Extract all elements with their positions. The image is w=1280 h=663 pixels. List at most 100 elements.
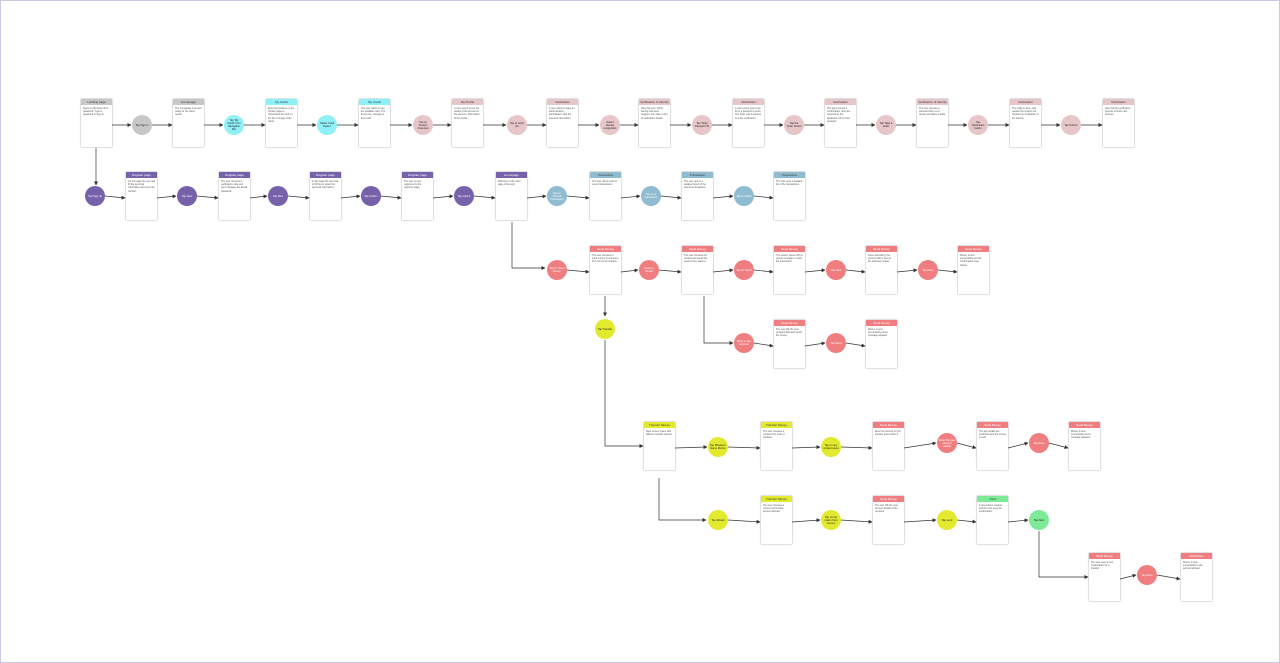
arrow-r2-a0 — [104, 195, 126, 200]
node-tap-done-red[interactable]: Tap Done — [918, 260, 938, 280]
card-description: A user wants to pass an authentication, … — [549, 107, 575, 120]
node-tap-transfer[interactable]: Tap Transfer — [595, 319, 615, 339]
node-tap-next-red[interactable]: Tap Next — [826, 260, 846, 280]
node-tap-check-from-navigation-bar[interactable]: Tap 'My Cards' from Navigation Bar — [224, 115, 244, 135]
arrow-r2-a2 — [287, 195, 310, 200]
card-title: Verification of Identity — [639, 99, 670, 105]
node-tap-recent-transaction[interactable]: Tap on 'Recent Transaction' — [547, 186, 567, 206]
card-description: In this page the user has to fill the id… — [312, 180, 339, 190]
card-description: Enter the amount for the transfer and co… — [875, 430, 901, 437]
card-description: The user receives a verification code an… — [221, 180, 248, 193]
card-title: Send Money — [590, 246, 621, 252]
node-tap-scan-passport[interactable]: Tap 'Scan Passport' ID — [692, 115, 712, 135]
card-description: The homepage is as well ready for the us… — [175, 107, 202, 117]
node-select-card-option[interactable]: Select 'Card Option' — [317, 115, 337, 135]
node-tap-scan-button[interactable]: Tap the 'Scan' button — [784, 115, 804, 135]
node-tap-send-yellow[interactable]: Tap send — [937, 510, 957, 530]
card-title: Card — [977, 496, 1008, 502]
arrow-ab-5 — [1007, 518, 1029, 523]
arrow-r2-b3 — [432, 194, 454, 199]
node-register-confirm[interactable]: Tap confirm — [361, 186, 381, 206]
arrow-sm-2 — [658, 269, 682, 274]
node-register-submit[interactable]: Tap submit — [454, 186, 474, 206]
card-title: Send Money — [774, 320, 805, 326]
node-tap-done-red-2[interactable]: Tap Done — [1029, 433, 1049, 453]
arrow-tx-2 — [620, 194, 641, 199]
node-tap-between-accounts[interactable]: Tap 'Between' Name Money — [708, 437, 728, 457]
node-select-contact[interactable]: Select a contact — [639, 260, 659, 280]
node-tap-done-bottom[interactable]: Tap Done — [1137, 565, 1157, 585]
node-register-next-1[interactable]: Tap Next — [177, 186, 197, 206]
node-tap-next-green[interactable]: Tap Next — [1029, 510, 1049, 530]
card-title: My Profile — [452, 99, 483, 105]
card-description: The user fills the new account details o… — [875, 504, 898, 514]
card-title: Transaction — [682, 172, 713, 178]
arrow-tr-2 — [791, 445, 821, 450]
node-register-next-2[interactable]: Tap Next — [268, 186, 288, 206]
node-tap-take-selfie[interactable]: Tap Take a selfie — [876, 115, 896, 135]
node-tap-send-money[interactable]: Tap on 'Send Money' — [547, 260, 567, 280]
node-enter-amount[interactable]: Enter a new recipient — [734, 333, 754, 353]
node-tap-sign-in[interactable]: Tap Sign In — [132, 115, 152, 135]
node-tap-on-transaction[interactable]: Tap on a transaction — [641, 186, 661, 206]
node-tap-verification-button[interactable]: Tap Verification button — [968, 115, 988, 135]
arrow-sm-5 — [804, 268, 826, 273]
node-tap-select-country[interactable]: Tap on the option from country — [821, 510, 841, 530]
node-tap-abroad[interactable]: Tap Abroad — [708, 510, 728, 530]
node-tap-details[interactable]: Tap to details — [734, 186, 754, 206]
card-description: A user enters scan of an ID or a passpor… — [735, 107, 762, 120]
node-tap-to-verify[interactable]: Tap to verify pin — [507, 115, 527, 135]
card-description: Welcome to the main page of the app. — [498, 180, 521, 187]
node-enter-details[interactable]: Enter the new account details — [937, 433, 957, 453]
node-tap-submit[interactable]: Tap Submit — [1061, 115, 1081, 135]
arrow-transfer-card — [604, 340, 644, 448]
node-tap-send-2[interactable]: Tap Send — [826, 333, 846, 353]
node-tap-sign-up[interactable]: Tap Sign up — [85, 186, 105, 206]
node-tap-on-freeze[interactable]: Tap on 'Freeze' Overview — [413, 115, 433, 135]
card-description: The user chooses to send money to someon… — [592, 254, 619, 264]
node-select-identity-recognition[interactable]: Select Identity recognition — [600, 115, 620, 135]
arrow-abroad — [658, 478, 707, 522]
node-tap-send-1[interactable]: Tap on 'Send' — [734, 260, 754, 280]
arrow-sm-11 — [845, 342, 866, 348]
card-title: Register page — [219, 172, 250, 178]
node-tap-contact-name[interactable]: Tap on any contact name — [821, 437, 841, 457]
